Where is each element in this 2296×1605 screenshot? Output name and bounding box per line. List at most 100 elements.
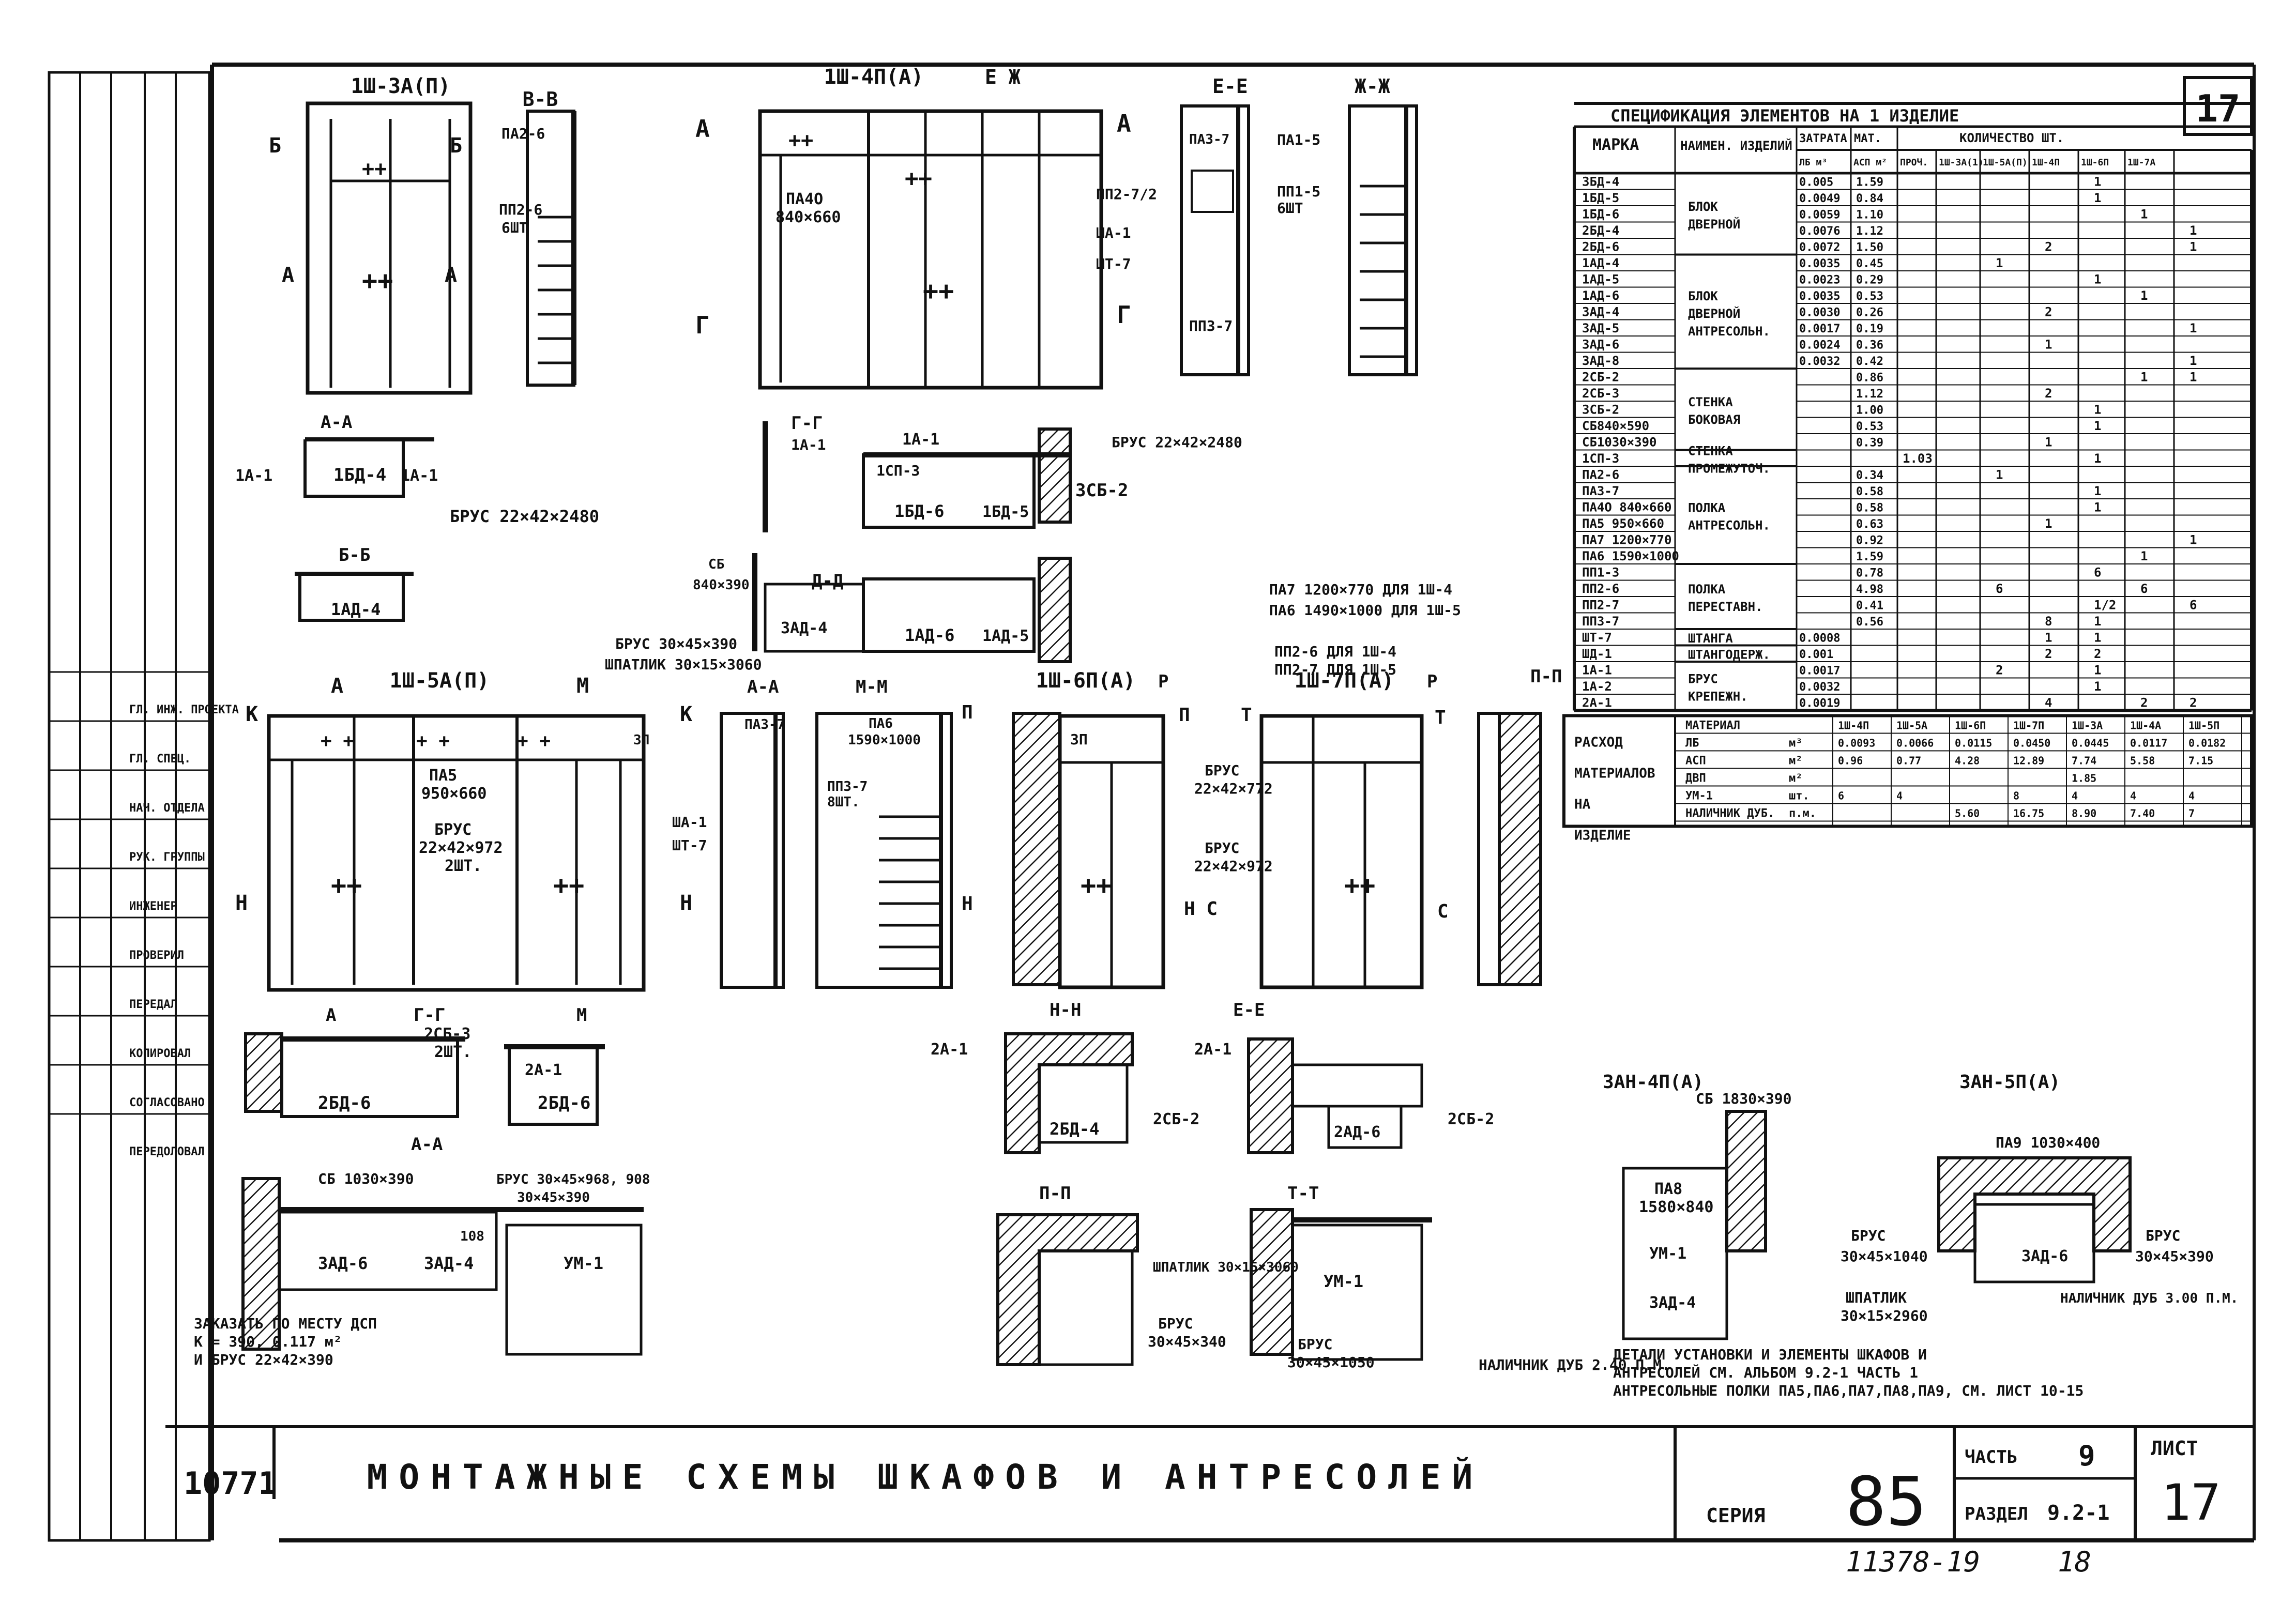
spec-area: 0.45	[1856, 257, 1883, 270]
spec-marka: 1СП-3	[1582, 451, 1619, 466]
spec-vol: 0.0032	[1799, 681, 1840, 694]
svg-text:++: ++	[788, 129, 813, 152]
svg-text:БРУС: БРУС	[1205, 839, 1239, 857]
view-label: 1Ш-6П(А)	[1036, 669, 1136, 693]
svg-text:840×660: 840×660	[776, 208, 841, 226]
label: СБ 1830×390	[1696, 1090, 1791, 1107]
spec-group: БРУС	[1688, 671, 1718, 686]
svg-text:++: ++	[331, 870, 362, 900]
svg-text:2БД-6: 2БД-6	[318, 1093, 371, 1113]
spec-qty: 1	[2189, 240, 2197, 254]
svg-text:1БД-5: 1БД-5	[982, 503, 1029, 521]
svg-text:ЗП: ЗП	[1070, 731, 1088, 748]
svg-text:ПП1-5: ПП1-5	[1277, 183, 1320, 200]
svg-text:БРУС: БРУС	[434, 821, 472, 839]
svg-text:Н: Н	[680, 891, 692, 915]
mat-value: 4.28	[1955, 755, 1980, 767]
svg-text:30×45×340: 30×45×340	[1148, 1333, 1226, 1350]
rasxod-label: РАСХОД	[1574, 735, 1623, 751]
spec-qty: 1	[2189, 533, 2197, 547]
mat-unit: шт.	[1789, 790, 1810, 803]
svg-text:ШТ-7: ШТ-7	[672, 837, 707, 854]
note: НАЛИЧНИК ДУБ 3.00 П.М.	[2060, 1291, 2238, 1306]
spec-marka: 1АД-4	[1582, 256, 1619, 270]
mat-value: 0.77	[1896, 755, 1921, 767]
spec-qty: 6	[1996, 582, 2003, 596]
svg-text:Н: Н	[962, 893, 973, 914]
svg-text:1А-1: 1А-1	[902, 431, 939, 449]
spec-group: ДВЕРНОЙ	[1688, 217, 1740, 232]
spec-area: 0.53	[1856, 290, 1883, 303]
razdel-value: 9.2-1	[2047, 1501, 2109, 1525]
spec-vol: 0.0035	[1799, 257, 1840, 270]
spec-qty: 1	[2094, 419, 2101, 433]
bottom-number: 11378-19	[1846, 1546, 1980, 1578]
spec-marka: ПП1-3	[1582, 565, 1619, 580]
spec-qty: 1	[1996, 256, 2003, 270]
svg-text:2АД-6: 2АД-6	[1334, 1123, 1380, 1141]
svg-text:30×15×2960: 30×15×2960	[1841, 1307, 1928, 1324]
svg-text:Г: Г	[695, 311, 710, 339]
spec-subcol: 1Ш-7А	[2127, 157, 2155, 168]
svg-text:++: ++	[923, 276, 954, 306]
label: ПА9 1030×400	[1996, 1134, 2100, 1151]
spec-qty: 2	[1996, 663, 2003, 678]
section-label: Е-Е	[1212, 75, 1248, 98]
mat-value: 0.0117	[2130, 737, 2167, 750]
svg-text:++: ++	[362, 157, 387, 181]
svg-text:Г-Г: Г-Г	[414, 1005, 445, 1026]
spec-marka: ПП2-6	[1582, 582, 1619, 596]
spec-vol: 0.0049	[1799, 192, 1840, 205]
section-gg-dd: Г-Г 1СП-3 1БД-6 1БД-5 1А-1 3СБ-2 БРУС 22…	[605, 413, 1242, 673]
spec-qty: 1	[2094, 403, 2101, 417]
note: ПП2-7 ДЛЯ 1Ш-5	[1274, 661, 1396, 678]
rasxod-label: МАТЕРИАЛОВ	[1574, 766, 1655, 782]
svg-text:3АД-6: 3АД-6	[2021, 1247, 2068, 1265]
svg-text:Н С: Н С	[1184, 898, 1218, 920]
mat-value: 4	[2072, 790, 2078, 802]
svg-text:30×45×390: 30×45×390	[2135, 1248, 2214, 1265]
mat-value: 0.0445	[2072, 737, 2109, 750]
mat-unit: м²	[1789, 755, 1803, 768]
label: 3АН-5П(А)	[1959, 1072, 2060, 1093]
spec-area: 1.50	[1856, 241, 1883, 254]
svg-text:ШТ-7: ШТ-7	[1096, 255, 1131, 272]
spec-area: 0.39	[1856, 437, 1883, 450]
svg-text:++: ++	[905, 165, 932, 192]
svg-text:Т: Т	[1241, 705, 1252, 726]
spec-area: 0.29	[1856, 274, 1883, 287]
svg-text:2БД-4: 2БД-4	[1050, 1119, 1099, 1139]
spec-qty: 1	[2140, 288, 2148, 303]
spec-subcol: АСП м²	[1853, 157, 1887, 168]
section-label: Н-Н	[1050, 1000, 1081, 1020]
spec-vol: 0.0023	[1799, 274, 1840, 287]
spec-qty: 1	[2094, 175, 2101, 189]
svg-text:2ШТ.: 2ШТ.	[445, 857, 482, 875]
svg-text:2А-1: 2А-1	[1194, 1041, 1231, 1059]
svg-text:ЗП: ЗП	[633, 732, 649, 748]
spec-marka: 3СБ-2	[1582, 403, 1619, 417]
label: 3АН-4П(А)	[1603, 1072, 1704, 1093]
spec-area: 1.59	[1856, 176, 1883, 189]
svg-text:1А-1: 1А-1	[401, 467, 438, 485]
section-label: Г-Г	[791, 413, 823, 434]
svg-text:БРУС: БРУС	[1851, 1227, 1886, 1244]
spec-qty: 1	[2094, 500, 2101, 515]
svg-text:УМ-1: УМ-1	[1649, 1245, 1686, 1263]
mat-value: 8.90	[2072, 807, 2096, 820]
svg-text:ПА8: ПА8	[1654, 1180, 1682, 1198]
label: БРУС 22×42×2480	[450, 507, 599, 526]
spec-qty: 2	[2189, 696, 2197, 710]
svg-text:БРУС: БРУС	[1158, 1315, 1193, 1332]
spec-group: ШТАНГОДЕРЖ.	[1688, 647, 1770, 662]
svg-text:22×42×772: 22×42×772	[1194, 780, 1273, 797]
spec-marka: ПП3-7	[1582, 614, 1619, 629]
svg-text:840×390: 840×390	[693, 577, 750, 593]
svg-text:30×45×1050: 30×45×1050	[1287, 1354, 1375, 1371]
spec-subcol: 1Ш-5А(П)	[1983, 157, 2028, 168]
spec-marka: 2БД-6	[1582, 240, 1619, 254]
svg-text:А-А: А-А	[747, 677, 779, 697]
spec-vol: 0.0035	[1799, 290, 1840, 303]
spec-area: 1.59	[1856, 551, 1883, 563]
sections-ee-zhzh: Е-Е ПА3-7 ПП2-7/2 ША-1 ШТ-7 ПП3-7 Ж-Ж ПА…	[1096, 75, 1418, 376]
